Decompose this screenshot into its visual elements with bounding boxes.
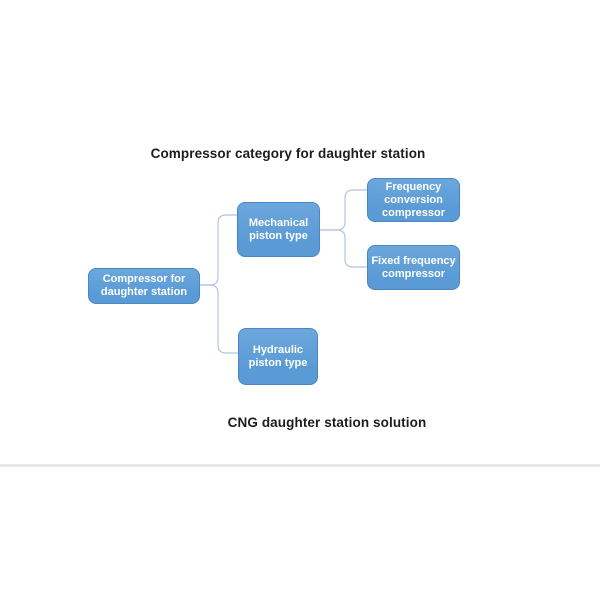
node-compressor-for-daughter-station: Compressor for daughter station [88, 268, 200, 304]
edge-root-mechanical [199, 214, 238, 286]
edge-mechanical-fixed-frequency [319, 229, 368, 268]
edge-root-hydraulic [199, 284, 239, 354]
node-label: Fixed frequency compressor [371, 254, 456, 280]
node-hydraulic-piston-type: Hydraulic piston type [238, 328, 318, 385]
edge-mechanical-freq-conversion [319, 189, 368, 231]
diagram-title: Compressor category for daughter station [150, 146, 426, 161]
node-label: Mechanical piston type [248, 216, 309, 242]
diagram-caption: CNG daughter station solution [227, 415, 427, 430]
node-label: Frequency conversion compressor [382, 180, 445, 219]
node-mechanical-piston-type: Mechanical piston type [237, 202, 320, 257]
node-frequency-conversion-compressor: Frequency conversion compressor [367, 178, 460, 222]
node-fixed-frequency-compressor: Fixed frequency compressor [367, 245, 460, 290]
node-label: Hydraulic piston type [248, 343, 308, 369]
node-label: Compressor for daughter station [100, 273, 188, 298]
page-divider [0, 464, 600, 467]
